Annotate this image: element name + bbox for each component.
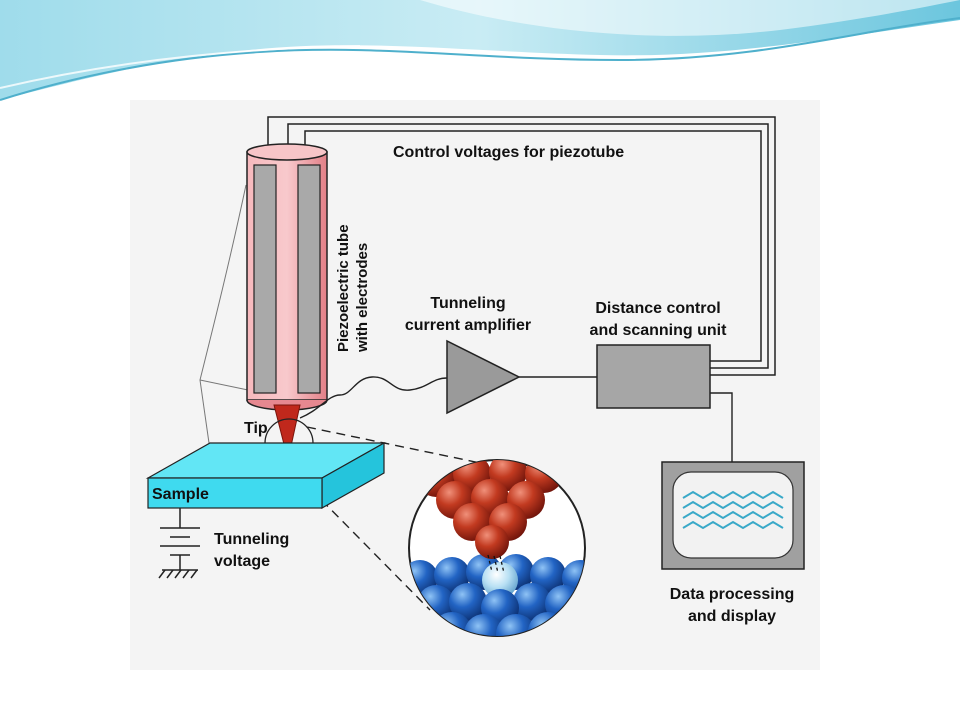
data-processing-label-line1: Data processing [670,586,794,603]
piezo-tube-label-line2: with electrodes [354,243,371,353]
distance-control-label-line1: Distance control [595,300,720,317]
sample-label: Sample [152,486,209,503]
header-decoration [0,0,960,101]
data-processing-label-line2: and display [688,608,776,625]
control-to-display-wire [710,392,733,462]
display-monitor [661,461,805,570]
tip-label: Tip [244,420,268,437]
scan-waves [682,490,784,530]
amplifier-label-line2: current amplifier [405,317,531,334]
sample-block [145,441,387,510]
highlighted-atom [482,562,518,598]
signal-wire [299,376,448,419]
distance-control-label-line2: and scanning unit [590,322,728,339]
control-voltages-label: Control voltages for piezotube [393,144,624,161]
piezo-tube-label-line1: Piezoelectric tube [335,224,352,352]
tunneling-voltage-source [158,508,200,579]
amplifier-symbol [446,339,521,415]
tube-motion-outline [199,184,247,451]
stm-tip [273,404,301,461]
electrode-left [253,164,277,394]
tunneling-voltage-label-line1: Tunneling [214,531,289,548]
piezoelectric-tube [246,143,328,411]
distance-control-box [596,344,711,409]
piezo-tube-label: Piezoelectric tube with electrodes [335,224,371,353]
control-voltage-wires [267,116,776,376]
amplifier-label-line1: Tunneling [430,295,505,312]
tunneling-current-lines [487,554,505,574]
tunneling-voltage-label-line2: voltage [214,553,270,570]
electrode-right [297,164,321,394]
zoom-guide-top [306,426,491,466]
